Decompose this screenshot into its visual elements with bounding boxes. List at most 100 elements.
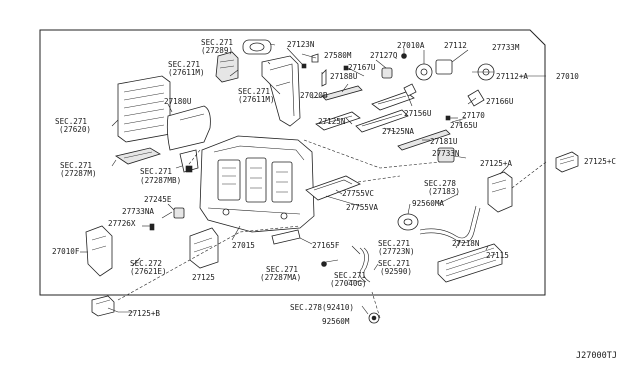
label-sec271-27620-b: (27620) xyxy=(59,125,91,134)
label-sec272-27621E-b: (27621E) xyxy=(130,267,167,276)
label-27245E: 27245E xyxy=(144,195,172,204)
label-27010F: 27010F xyxy=(52,247,80,256)
label-27015: 27015 xyxy=(232,241,255,250)
label-sec271-27289-a: SEC.271 xyxy=(201,38,233,47)
part-27611M-duct xyxy=(261,55,301,127)
part-27289-grille xyxy=(242,39,272,55)
label-27733N: 27733N xyxy=(432,149,460,158)
diagram-code: J27000TJ xyxy=(576,351,617,361)
label-27188U: 27188U xyxy=(330,72,358,81)
label-sec271-92590-a: SEC.271 xyxy=(378,259,410,268)
part-27156U-frame xyxy=(371,91,415,111)
label-sec271-27040G-a: SEC.271 xyxy=(334,271,366,280)
label-sec271-27287MB-a: SEC.271 xyxy=(140,167,172,176)
part-27156U-link xyxy=(403,83,417,97)
label-27125B: 27125+B xyxy=(128,309,160,318)
label-92560MA: 92560MA xyxy=(412,199,444,208)
part-27010F-duct xyxy=(85,225,113,277)
label-27125A: 27125+A xyxy=(480,159,512,168)
part-27755VC-frame xyxy=(305,175,361,201)
label-sec271-27287M-b: (27287M) xyxy=(60,169,97,178)
labels: SEC.271 (27289) 27123N 27580M 27127Q 270… xyxy=(52,38,617,361)
part-27733M-actuator xyxy=(435,59,453,75)
part-92560M-motor xyxy=(368,312,380,324)
label-27733NA: 27733NA xyxy=(122,207,154,216)
label-27167U: 27167U xyxy=(348,63,376,72)
label-27726X: 27726X xyxy=(108,219,136,228)
label-27755VA: 27755VA xyxy=(346,203,378,212)
part-27620-evaporator xyxy=(117,75,171,143)
part-27733N-actuator xyxy=(437,147,455,163)
label-27165U: 27165U xyxy=(450,121,478,130)
label-sec271-27287MA-a: SEC.271 xyxy=(266,265,298,274)
label-27112: 27112 xyxy=(444,41,467,50)
part-27165U-rod xyxy=(451,117,467,123)
dashed-leaders xyxy=(117,139,547,319)
label-27010: 27010 xyxy=(556,72,579,81)
part-27188U-strip xyxy=(321,85,363,101)
part-27287MA-frame xyxy=(271,229,301,245)
label-27181U: 27181U xyxy=(430,137,458,146)
label-27125NA: 27125NA xyxy=(382,127,414,136)
part-27165F-screw xyxy=(321,261,327,267)
part-27287M-bar xyxy=(115,147,161,165)
label-92560M: 92560M xyxy=(322,317,350,326)
label-sec271-27040G-b: (27040G) xyxy=(330,279,367,288)
part-27123N-screw xyxy=(301,63,307,69)
label-27165F: 27165F xyxy=(312,241,340,250)
label-sec278-27183-b: (27183) xyxy=(428,187,460,196)
label-sec271-27287MA-b: (27287MA) xyxy=(260,273,301,282)
part-27127Q-actuator xyxy=(381,67,393,79)
label-27123N: 27123N xyxy=(287,40,315,49)
leader-lines xyxy=(80,43,546,315)
label-27125N: 27125N xyxy=(318,117,346,126)
part-27040G-pipe xyxy=(359,247,371,283)
label-27218N: 27218N xyxy=(452,239,480,248)
label-sec271-27287M-a: SEC.271 xyxy=(60,161,92,170)
label-sec271-27611M-a2: (27611M) xyxy=(168,68,205,77)
label-27580M: 27580M xyxy=(324,51,352,60)
part-27726X-pin xyxy=(149,223,155,231)
part-27723N-pipe xyxy=(419,205,481,243)
label-27733M: 27733M xyxy=(492,43,520,52)
label-27127Q: 27127Q xyxy=(370,51,398,60)
part-27733NA-actuator xyxy=(173,207,185,219)
part-27287MB-strip xyxy=(179,149,199,173)
label-27115: 27115 xyxy=(486,251,509,260)
label-sec272-27621E-a: SEC.272 xyxy=(130,259,162,268)
part-27170-clip xyxy=(445,115,451,121)
label-sec271-27287MB-b: (27287MB) xyxy=(140,176,181,185)
part-27020B-bracket xyxy=(321,69,327,87)
label-sec271-27611M-a1: SEC.271 xyxy=(168,60,200,69)
part-27611M-block xyxy=(215,51,239,83)
label-sec271-27289-b: (27289) xyxy=(201,46,233,55)
label-27166U: 27166U xyxy=(486,97,514,106)
label-sec271-27620-a: SEC.271 xyxy=(55,117,87,126)
label-27125C: 27125+C xyxy=(584,157,616,166)
part-27125A-duct xyxy=(487,171,513,213)
label-sec278-27183-a: SEC.278 xyxy=(424,179,456,188)
part-27112-motor xyxy=(415,63,433,81)
part-27180U-panel xyxy=(166,105,211,151)
label-27170: 27170 xyxy=(462,111,485,120)
label-27755VC: 27755VC xyxy=(342,189,374,198)
label-27112A: 27112+A xyxy=(496,72,528,81)
label-sec271-27723N-a: SEC.271 xyxy=(378,239,410,248)
part-92560MA-blower xyxy=(397,213,419,231)
label-sec278-92410: SEC.278(92410) xyxy=(290,303,354,312)
part-27125B-duct xyxy=(91,295,115,317)
label-27180U: 27180U xyxy=(164,97,192,106)
label-sec271-27723N-b: (27723N) xyxy=(378,247,415,256)
label-27125: 27125 xyxy=(192,273,215,282)
label-27020B: 27020B xyxy=(300,91,328,100)
label-27156U: 27156U xyxy=(404,109,432,118)
label-sec271-92590-b: (92590) xyxy=(380,267,412,276)
assembly-frame xyxy=(39,29,546,296)
part-27125-duct xyxy=(189,227,219,269)
label-27010A: 27010A xyxy=(397,41,425,50)
part-27125C-duct xyxy=(555,151,579,173)
part-27125NA-frame xyxy=(355,109,409,133)
part-27010A-screw xyxy=(401,53,407,59)
part-27245E-clip xyxy=(185,165,193,173)
